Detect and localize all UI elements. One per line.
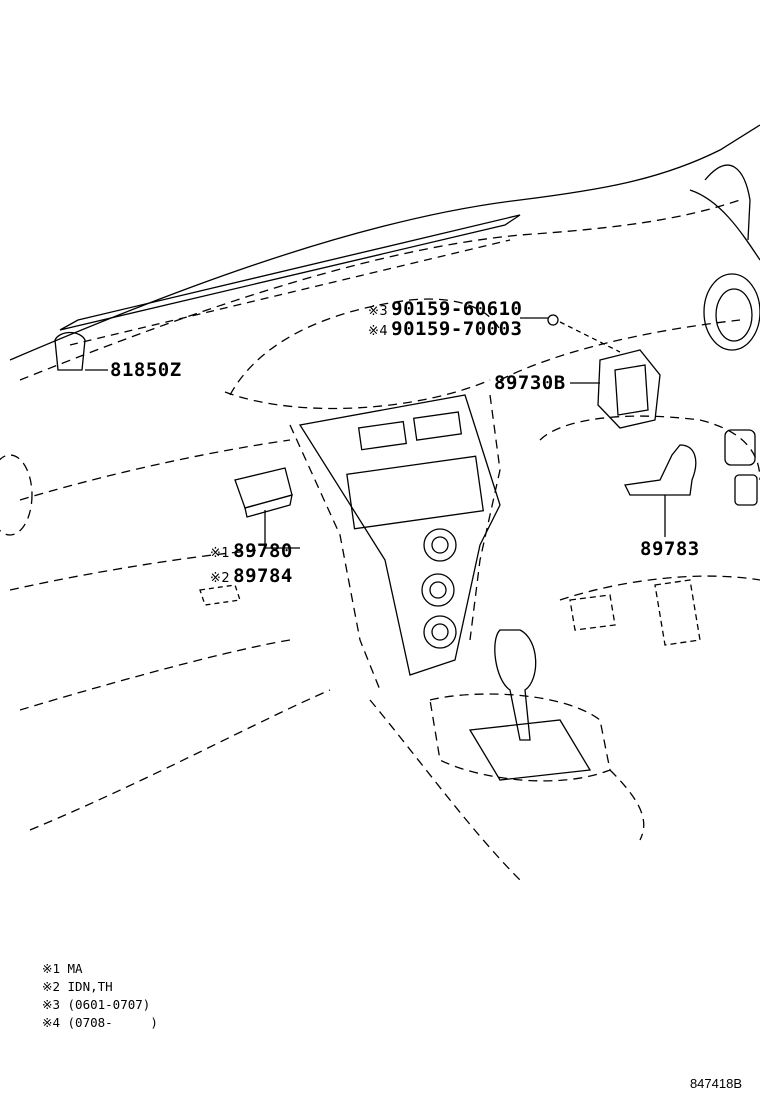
figure-id: 847418B [689,1076,742,1091]
label-81850z: 81850Z [110,359,182,381]
part-number: 89730B [494,372,566,394]
floor-line-2 [19,639,291,711]
right-panel-3 [559,575,760,601]
part-number: 81850Z [110,359,182,381]
right-vent-inner [715,288,753,342]
right-pillar [689,189,760,261]
defroster-strip-2 [69,239,511,346]
part-89730b-detail [614,364,649,416]
part-89783-shape [624,444,697,496]
footnote-mark: ※2 [210,571,231,586]
bolt-dash-line [559,321,621,353]
knob-3-inner [431,623,449,641]
right-panel [499,319,741,381]
center-panel-left [289,424,381,691]
center-stack [298,394,501,676]
part-81850z-shape [54,331,86,371]
left-vent [0,454,33,536]
bolt-head [547,314,559,326]
part-number: 89784 [233,565,293,587]
part-89730b-shape [597,349,661,429]
center-panel-right [469,394,501,641]
lower-console-2 [609,769,645,841]
pedal-left [569,594,616,631]
right-pillar-2 [704,164,751,241]
footnote-mark: ※1 [210,546,231,561]
knob-3 [423,615,457,649]
knob-1 [423,528,457,562]
floor-line [29,689,331,831]
knob-2 [421,573,455,607]
lower-console [369,699,521,881]
footnote-mark: ※3 [368,304,389,319]
dash-top-line-2 [19,199,741,381]
part-number: 89780 [233,540,293,562]
footnote-mark: ※2 [42,979,60,994]
knob-1-inner [431,536,449,554]
vent-left [357,420,408,451]
knob-2-inner [429,581,447,599]
footnote-3: ※3 (0601-0707) [42,996,158,1014]
meter-hood [229,298,501,396]
label-89783: 89783 [640,538,700,560]
footnote-mark: ※1 [42,961,60,976]
right-switch-1 [724,429,756,466]
part-89780-face [244,494,293,518]
meter-hood-2 [224,379,491,410]
footnote-mark: ※3 [42,997,60,1012]
footnote-text: IDN,TH [67,979,113,994]
footnote-text: (0601-0707) [67,997,151,1012]
shift-gate [468,719,592,781]
footnotes: ※1 MA ※2 IDN,TH ※3 (0601-0707) ※4 (0708-… [42,960,158,1032]
part-number: 89783 [640,538,700,560]
defroster-strip [59,214,521,331]
footnote-text: (0708- ) [67,1015,158,1030]
audio-unit [346,455,484,530]
footnote-1: ※1 MA [42,960,158,978]
vent-right [412,411,463,441]
right-panel-2 [539,415,760,481]
part-89784-outline [199,584,241,606]
shift-lever [494,629,537,741]
footnote-text: MA [67,961,83,976]
footnote-2: ※2 IDN,TH [42,978,158,996]
left-dash [19,439,291,501]
part-number: 90159-60610 [391,298,523,320]
label-89730b: 89730B [494,372,566,394]
footnote-mark: ※4 [42,1015,60,1030]
dash-top-line [9,124,760,361]
right-switch-2 [734,474,758,506]
left-dash-2 [9,549,261,591]
pedal-right [654,579,701,646]
right-vent-outer [703,273,760,351]
footnote-4: ※4 (0708- ) [42,1014,158,1032]
part-number: 90159-70003 [391,318,523,340]
part-89780-shape [234,467,293,509]
footnote-mark: ※4 [368,324,389,339]
